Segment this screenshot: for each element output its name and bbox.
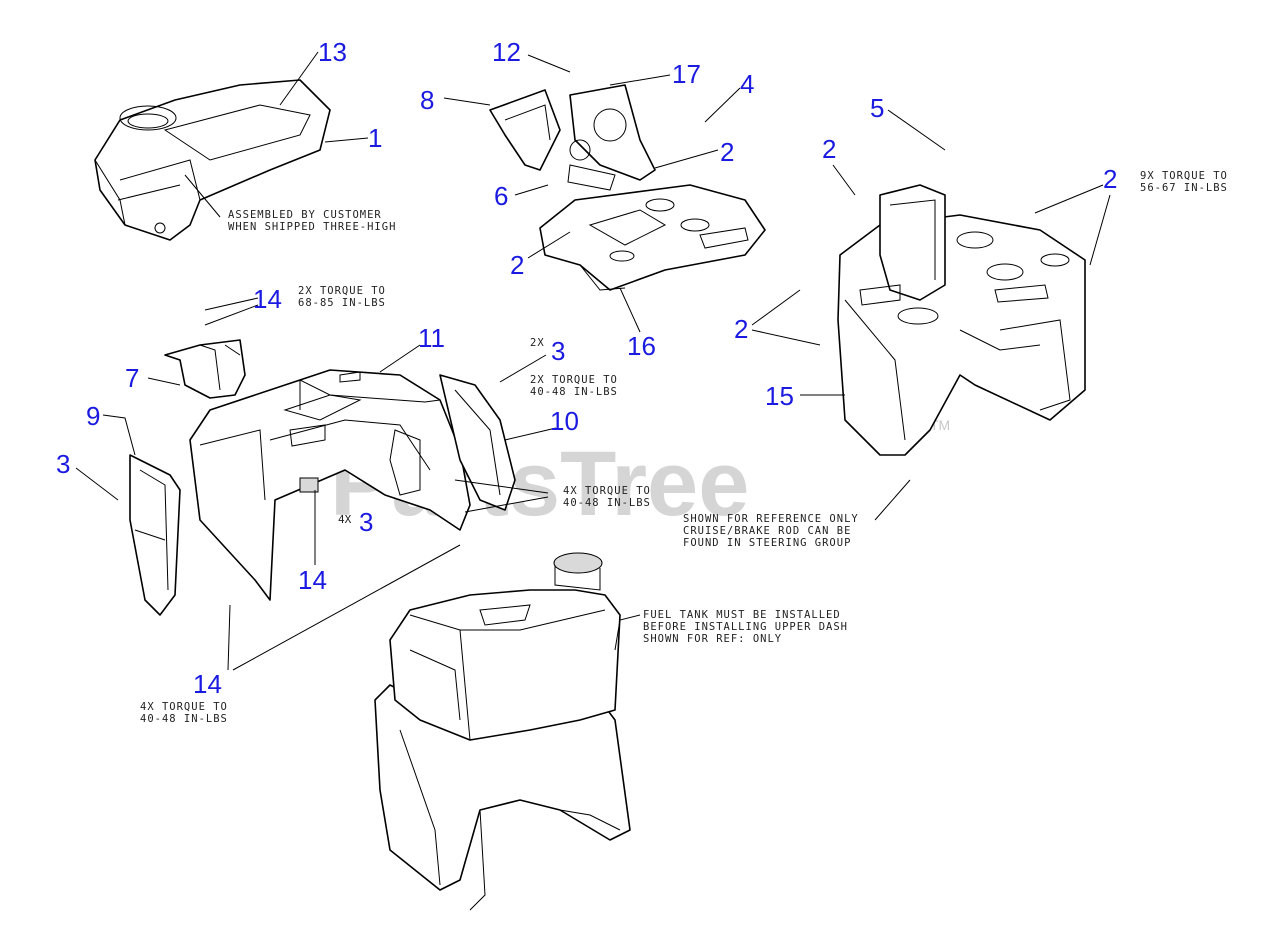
- callout-14-bracket: 14: [253, 284, 282, 314]
- callout-2-dash-right: 2: [1103, 164, 1117, 194]
- note-fuel-line2: BEFORE INSTALLING UPPER DASH: [643, 621, 848, 633]
- callout-9: 9: [86, 401, 100, 431]
- note-assembled-line2: WHEN SHIPPED THREE-HIGH: [228, 221, 396, 233]
- callout-16: 16: [627, 331, 656, 361]
- callout-3-top: 3: [551, 336, 565, 366]
- note-torque-14-line1: 2X TORQUE TO: [298, 285, 386, 297]
- note-reference-line2: CRUISE/BRAKE ROD CAN BE: [683, 525, 851, 537]
- upper-console-cover: [94, 79, 331, 241]
- steering-bracket-assembly: [489, 84, 656, 191]
- note-torque-9x-line1: 9X TORQUE TO: [1140, 170, 1228, 182]
- dash-mounting-plate: [539, 184, 766, 291]
- note-fuel-line3: SHOWN FOR REF: ONLY: [643, 633, 782, 645]
- callout-5: 5: [870, 93, 884, 123]
- callout-15: 15: [765, 381, 794, 411]
- callout-7: 7: [125, 363, 139, 393]
- callout-2-dash-lower: 2: [734, 314, 748, 344]
- callout-1: 1: [368, 123, 382, 153]
- lower-dash: [837, 184, 1086, 456]
- note-reference-line1: SHOWN FOR REFERENCE ONLY: [683, 513, 859, 525]
- fuel-tank-assembly: [374, 552, 631, 911]
- callout-3-center: 3: [359, 507, 373, 537]
- callout-4: 4: [740, 69, 754, 99]
- note-fuel-line1: FUEL TANK MUST BE INSTALLED: [643, 609, 841, 621]
- right-side-panel: [439, 374, 516, 511]
- note-torque-3-line1: 2X TORQUE TO: [530, 374, 618, 386]
- dash-bracket: [164, 339, 246, 399]
- note-torque-3-line2: 40-48 IN-LBS: [530, 386, 618, 398]
- note-torque-14b-line2: 40-48 IN-LBS: [140, 713, 228, 725]
- callout-6: 6: [494, 181, 508, 211]
- note-torque-4x-line1: 4X TORQUE TO: [563, 485, 651, 497]
- callout-2-plate-top: 2: [720, 137, 734, 167]
- note-torque-14b-line1: 4X TORQUE TO: [140, 701, 228, 713]
- note-assembled-line1: ASSEMBLED BY CUSTOMER: [228, 209, 382, 221]
- callout-8: 8: [420, 85, 434, 115]
- callout-2-dash-left: 2: [822, 134, 836, 164]
- note-qty-3: 2X: [530, 337, 545, 349]
- note-torque-4x-line2: 40-48 IN-LBS: [563, 497, 651, 509]
- note-qty-4x: 4X: [338, 513, 352, 526]
- callout-14-bottom: 14: [193, 669, 222, 699]
- callout-11: 11: [418, 323, 445, 353]
- left-side-panel: [129, 454, 181, 616]
- callout-10: 10: [550, 406, 579, 436]
- note-torque-9x-line2: 56-67 IN-LBS: [1140, 182, 1228, 194]
- upper-dash: [189, 369, 471, 601]
- callout-17: 17: [672, 59, 701, 89]
- callout-3-left: 3: [56, 449, 70, 479]
- callout-2-plate-left: 2: [510, 250, 524, 280]
- callout-14-center: 14: [298, 565, 327, 595]
- leader-lines: [75, 51, 1111, 671]
- callout-13: 13: [318, 37, 347, 67]
- note-torque-14-line2: 68-85 IN-LBS: [298, 297, 386, 309]
- note-reference-line3: FOUND IN STEERING GROUP: [683, 537, 851, 549]
- callout-12: 12: [492, 37, 521, 67]
